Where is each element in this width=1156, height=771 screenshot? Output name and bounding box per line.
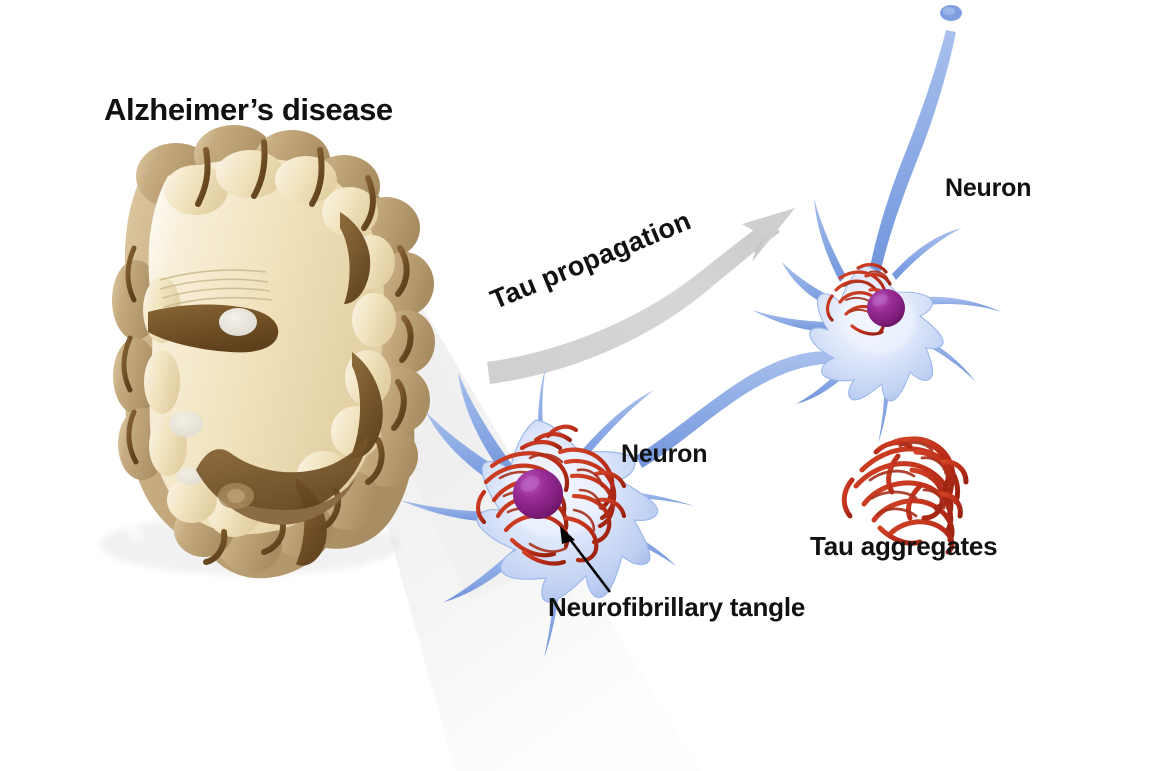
neuron-upper [752,5,1002,444]
neuron-lower [400,351,840,658]
neurofibrillary-tangle-pointer [560,526,612,593]
brain-coronal-section [94,125,435,579]
tau-propagation-arrow [487,208,795,384]
page-title: Alzheimer’s disease [104,92,393,127]
neuron-upper-label: Neuron [945,174,1032,202]
neurofibrillary-tangle-label: Neurofibrillary tangle [548,592,806,622]
neuron-lower-nucleus [513,469,563,519]
tau-aggregates-label: Tau aggregates [810,531,998,561]
neuron-upper-axon [869,30,956,274]
axon-connecting [636,351,840,468]
neuron-lower-label: Neuron [621,440,708,468]
neuron-upper-nucleus [867,289,905,327]
brain-temporal-lobe [196,436,368,525]
tau-aggregates-cluster [841,436,969,555]
